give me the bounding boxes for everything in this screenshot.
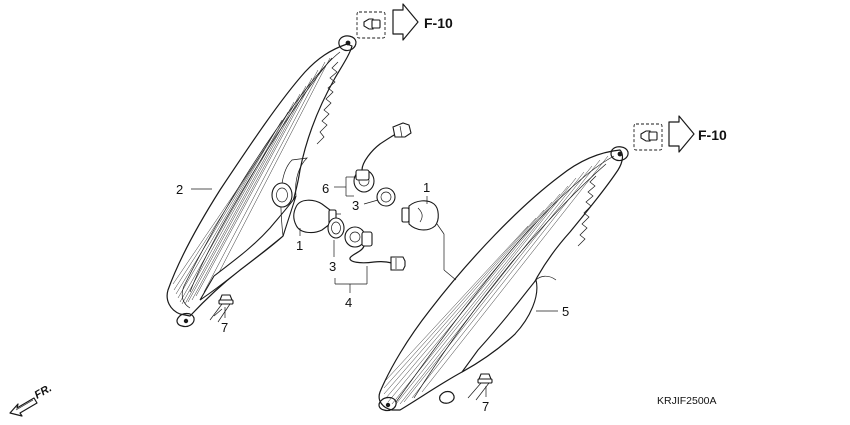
upper-ref-screw (356, 3, 419, 41)
upper-socket-harness (353, 122, 412, 193)
callout-screw-right: 7 (482, 399, 489, 414)
left-lens-screw (209, 294, 234, 323)
right-bulb (401, 200, 439, 231)
callout-lens-left: 2 (176, 182, 183, 197)
upper-grommet (376, 187, 396, 207)
front-direction-label: FR. (33, 382, 54, 401)
right-lens-screw (467, 373, 493, 401)
callout-grommet-lower: 3 (329, 259, 336, 274)
callout-lens-right: 5 (562, 304, 569, 319)
ref-label-upper: F-10 (424, 15, 453, 31)
leader-lines (191, 176, 558, 397)
callout-grommet-upper: 3 (352, 198, 359, 213)
lower-ref-screw (633, 115, 695, 153)
callout-screw-left: 7 (221, 320, 228, 335)
callout-socket-lower: 4 (345, 295, 352, 310)
left-lens-bulb-seat (271, 182, 293, 208)
front-direction-arrow (9, 397, 38, 417)
lower-socket-harness (344, 226, 406, 271)
left-turn-signal-lens (166, 35, 357, 328)
ref-label-lower: F-10 (698, 127, 727, 143)
diagram-code: KRJIF2500A (657, 395, 717, 407)
callout-bulb-right: 1 (423, 180, 430, 195)
callout-socket-upper: 6 (322, 181, 329, 196)
right-turn-signal-lens (378, 146, 629, 412)
callout-bulb-left: 1 (296, 238, 303, 253)
lower-grommet (327, 217, 345, 239)
